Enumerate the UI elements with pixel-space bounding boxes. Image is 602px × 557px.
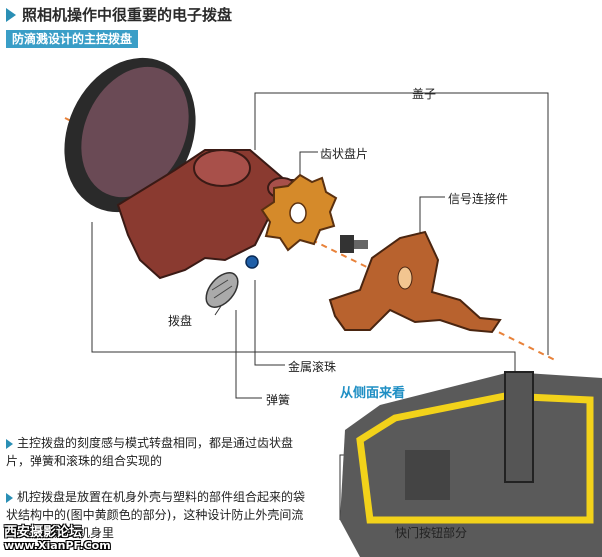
label-cover: 盖子 bbox=[412, 85, 436, 102]
note-2-triangle-icon bbox=[6, 493, 13, 503]
note-1: 主控拨盘的刻度感与模式转盘相同，都是通过齿状盘片，弹簧和滚珠的组合实现的 bbox=[6, 434, 306, 470]
label-connector: 信号连接件 bbox=[448, 190, 508, 207]
shutter-button-block bbox=[405, 450, 450, 500]
label-gear: 齿状盘片 bbox=[320, 145, 368, 162]
label-dial: 拨盘 bbox=[168, 312, 192, 329]
watermark-line2: www.XianPF.Com bbox=[4, 539, 111, 552]
spring-part bbox=[200, 267, 244, 313]
label-side-view: 从侧面来看 bbox=[340, 382, 405, 401]
spring-body bbox=[200, 267, 244, 313]
note-1-triangle-icon bbox=[6, 439, 13, 449]
signal-connector-hole bbox=[398, 267, 412, 289]
screw-shaft bbox=[354, 240, 368, 249]
leader-spring bbox=[236, 310, 262, 398]
screw-part bbox=[340, 235, 368, 253]
screw-head bbox=[340, 235, 354, 253]
dial-stem bbox=[505, 372, 533, 482]
watermark-line1: 西安摄影论坛 bbox=[4, 521, 82, 540]
metal-ball bbox=[246, 256, 258, 268]
note-1-text: 主控拨盘的刻度感与模式转盘相同，都是通过齿状盘片，弹簧和滚珠的组合实现的 bbox=[6, 436, 293, 468]
label-ball: 金属滚珠 bbox=[288, 358, 336, 375]
label-shutter: 快门按钮部分 bbox=[395, 524, 467, 541]
label-spring: 弹簧 bbox=[266, 391, 290, 408]
housing-boss bbox=[194, 150, 250, 186]
gear-disc-hole bbox=[290, 203, 306, 223]
